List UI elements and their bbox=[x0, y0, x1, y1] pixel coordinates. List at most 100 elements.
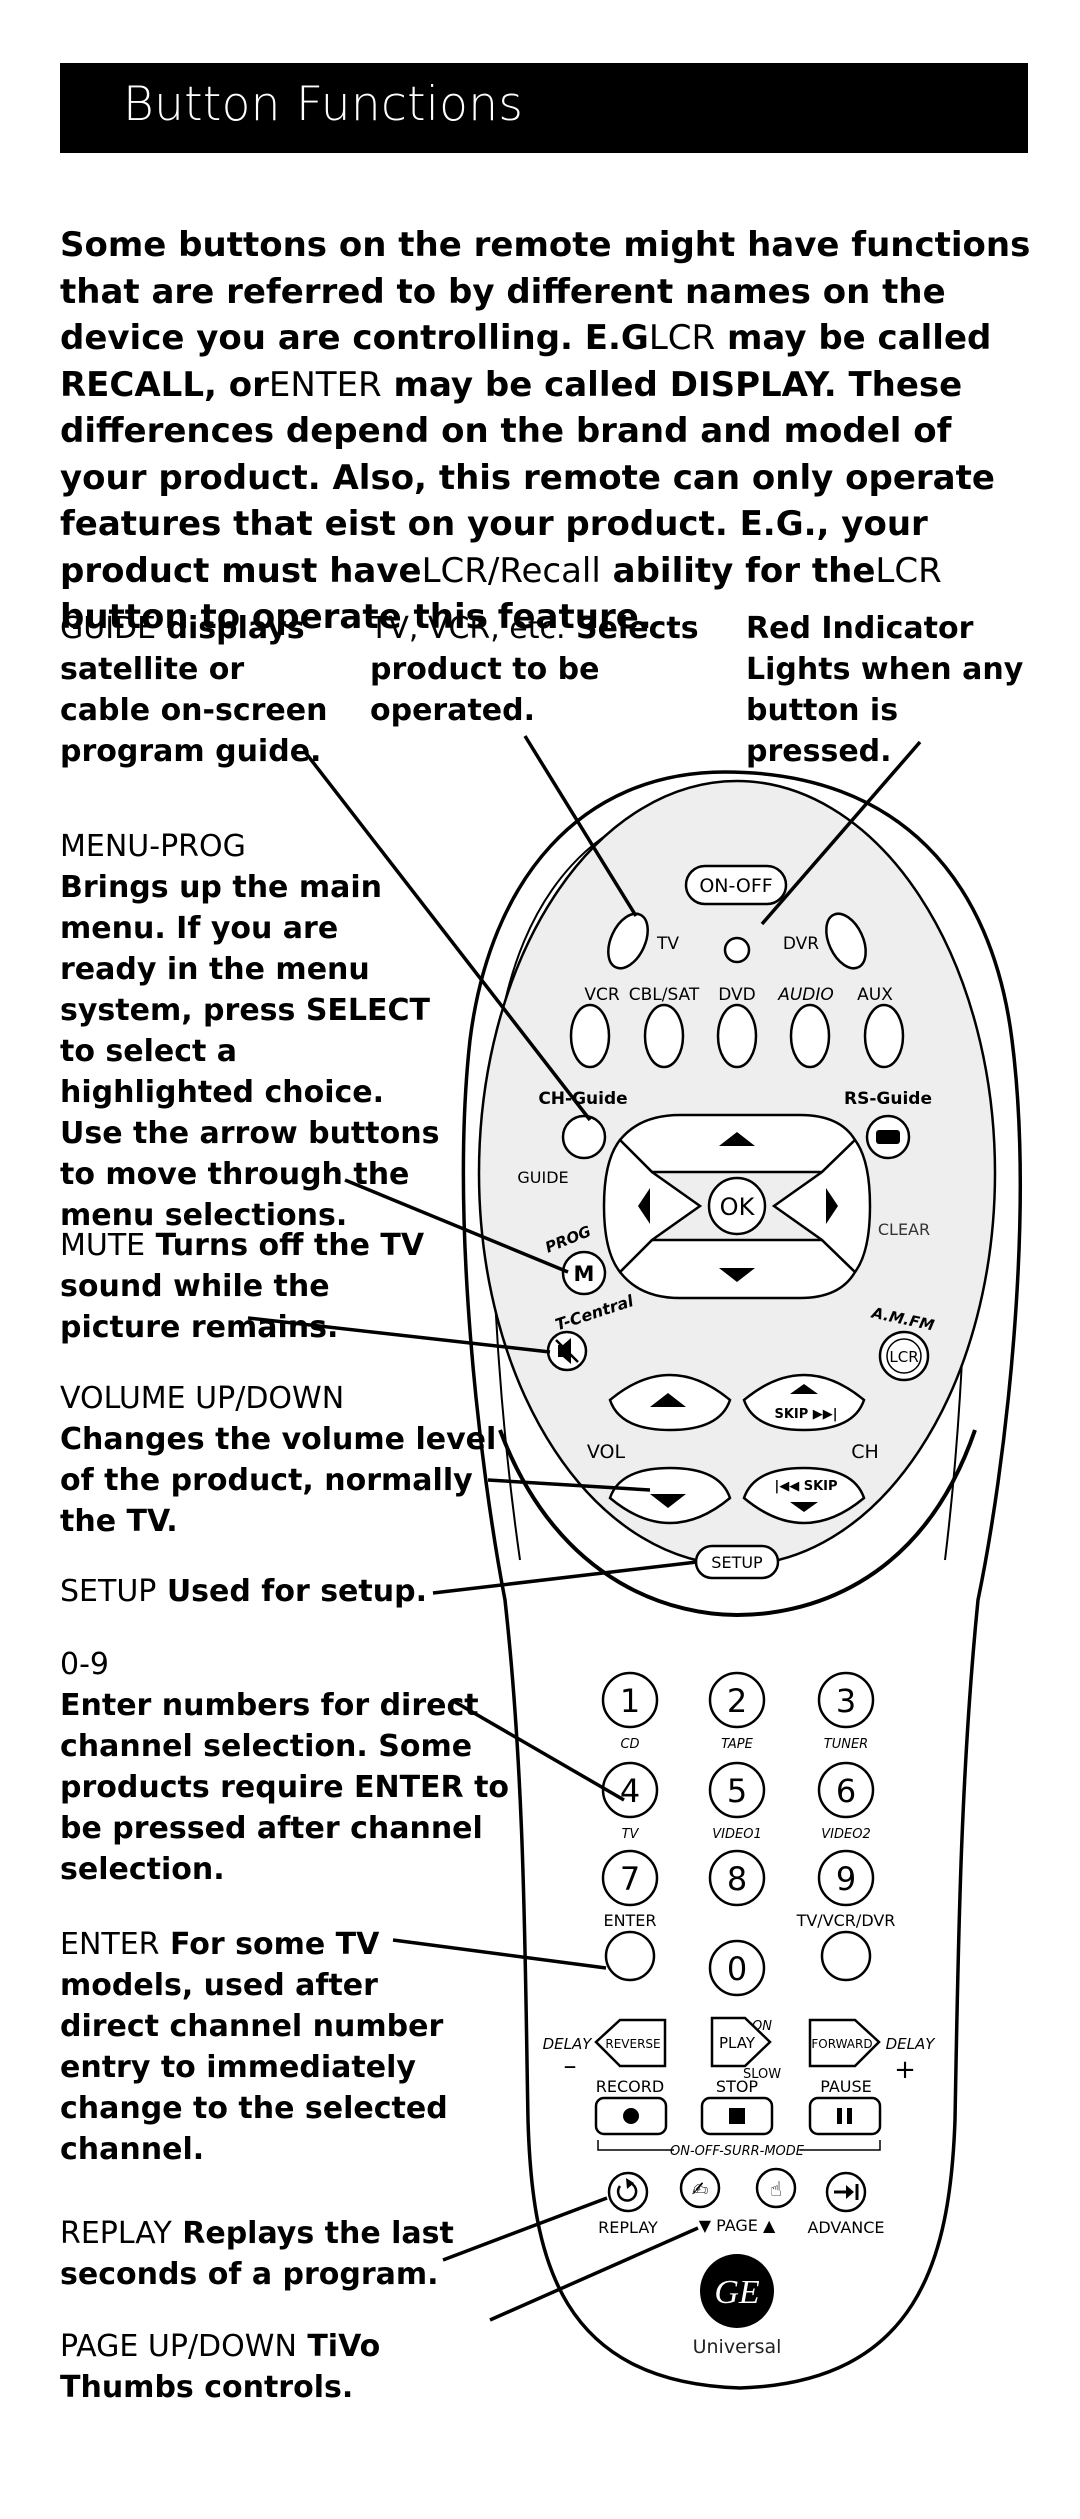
digit-4-label: 4 bbox=[620, 1772, 640, 1810]
intro-paragraph: Some buttons on the remote might have fu… bbox=[60, 222, 1045, 641]
digit-5-label: 5 bbox=[727, 1772, 747, 1810]
enter-button[interactable] bbox=[604, 1930, 656, 1982]
callout-term: MUTE bbox=[60, 1228, 146, 1263]
callout-term: ENTER bbox=[60, 1927, 160, 1962]
play-label: PLAY bbox=[719, 2034, 756, 2052]
replay-button[interactable] bbox=[607, 2171, 649, 2213]
lcr-label: LCR bbox=[889, 1348, 918, 1366]
remote-body bbox=[461, 770, 1022, 2390]
callout-setup: SETUP Used for setup. bbox=[60, 1571, 460, 1612]
callout-replay: REPLAY Replays the last seconds of a pro… bbox=[60, 2213, 460, 2295]
reverse-button[interactable] bbox=[594, 2018, 667, 2068]
d-pad[interactable] bbox=[602, 1113, 872, 1300]
red-indicator-light bbox=[723, 936, 751, 964]
digit-4-button[interactable] bbox=[601, 1761, 659, 1819]
delay-left-label: DELAY bbox=[543, 2035, 594, 2053]
play-button[interactable] bbox=[710, 2016, 772, 2068]
stop-label: STOP bbox=[716, 2077, 759, 2096]
stop-icon bbox=[729, 2108, 745, 2124]
mute-icon bbox=[555, 1338, 579, 1364]
digit-6-button[interactable] bbox=[817, 1761, 875, 1819]
digit-9-button[interactable] bbox=[817, 1849, 875, 1907]
digit-1-button[interactable] bbox=[601, 1671, 659, 1729]
digit-8-button[interactable] bbox=[708, 1849, 766, 1907]
dvd-label: DVD bbox=[718, 985, 756, 1005]
callout-term: REPLAY bbox=[60, 2216, 172, 2251]
dvd-button[interactable] bbox=[716, 1003, 758, 1069]
channel-up-button[interactable] bbox=[742, 1373, 866, 1432]
callout-text: displays satellite or cable on-screen pr… bbox=[60, 611, 328, 769]
callout-text: TiVo Thumbs controls. bbox=[60, 2329, 381, 2405]
digit-sub-label: TUNER bbox=[824, 1737, 868, 1752]
leader-menu bbox=[344, 1178, 569, 1274]
callout-term: VOLUME UP/DOWN bbox=[60, 1381, 345, 1416]
ch-guide-button[interactable] bbox=[561, 1114, 607, 1160]
digit-8-label: 8 bbox=[727, 1860, 747, 1898]
callout-text: Used for setup. bbox=[156, 1574, 427, 1609]
forward-button[interactable] bbox=[808, 2018, 881, 2068]
arrow-left-icon bbox=[638, 1188, 650, 1224]
intro-term-lcr-2: LCR bbox=[875, 550, 942, 591]
leader-tv bbox=[523, 735, 638, 917]
leader-indicator bbox=[760, 740, 922, 926]
slow-label: SLOW bbox=[743, 2067, 781, 2082]
aux-button[interactable] bbox=[863, 1003, 905, 1069]
pause-button[interactable] bbox=[808, 2096, 882, 2136]
digit-7-button[interactable] bbox=[601, 1849, 659, 1907]
rs-guide-label: RS-Guide bbox=[844, 1089, 932, 1109]
menu-prog-button[interactable] bbox=[561, 1250, 607, 1296]
ge-logo bbox=[700, 2254, 774, 2328]
vcr-button[interactable] bbox=[569, 1003, 611, 1069]
digit-3-button[interactable] bbox=[817, 1671, 875, 1729]
digit-5-button[interactable] bbox=[708, 1761, 766, 1819]
dvr-label: DVR bbox=[783, 934, 819, 954]
digit-2-label: 2 bbox=[727, 1682, 747, 1720]
advance-icon bbox=[834, 2184, 859, 2200]
leader-guide bbox=[303, 750, 592, 1122]
callout-term: MENU-PROG bbox=[60, 829, 246, 864]
replay-label: REPLAY bbox=[598, 2218, 658, 2237]
forward-label: FORWARD bbox=[811, 2037, 872, 2051]
page-down-button[interactable] bbox=[679, 2167, 721, 2209]
leader-setup bbox=[432, 1560, 698, 1595]
dvr-button[interactable] bbox=[818, 908, 873, 975]
ch-guide-label: CH-Guide bbox=[538, 1089, 627, 1109]
rs-guide-icon bbox=[876, 1130, 900, 1144]
digit-2-button[interactable] bbox=[708, 1671, 766, 1729]
enter-label: ENTER bbox=[603, 1911, 656, 1930]
plus-label: + bbox=[894, 2055, 916, 2085]
intro-term-lcr: LCR bbox=[648, 318, 716, 358]
on-off-button[interactable] bbox=[684, 864, 788, 906]
leader-digits bbox=[454, 1700, 625, 1802]
digit-3-label: 3 bbox=[836, 1682, 856, 1720]
ch-label: CH bbox=[851, 1441, 879, 1463]
tv-vcr-dvr-button[interactable] bbox=[820, 1930, 872, 1982]
callout-term: SETUP bbox=[60, 1574, 157, 1609]
tv-button[interactable] bbox=[600, 908, 655, 975]
callout-term: 0-9 bbox=[60, 1647, 109, 1682]
leader-mute bbox=[247, 1316, 551, 1354]
cbl-sat-button[interactable] bbox=[643, 1003, 685, 1069]
digit-sub-label: VIDEO2 bbox=[821, 1827, 870, 1842]
digit-6-label: 6 bbox=[836, 1772, 856, 1810]
page-up-button[interactable] bbox=[755, 2167, 797, 2209]
thumbs-up-icon: ☝ bbox=[770, 2177, 782, 2201]
digit-0-button[interactable] bbox=[708, 1939, 766, 1997]
ok-label: OK bbox=[720, 1193, 756, 1221]
record-label: RECORD bbox=[596, 2077, 664, 2096]
callout-term: Red Indicator bbox=[746, 611, 974, 646]
intro-text-4: ability for the bbox=[600, 550, 876, 591]
minus-label: – bbox=[564, 2051, 577, 2081]
vol-label: VOL bbox=[587, 1441, 626, 1463]
callout-text: Enter numbers for direct channel selecti… bbox=[60, 1688, 510, 1887]
leader-enter bbox=[392, 1938, 607, 1970]
channel-down-button[interactable] bbox=[742, 1466, 866, 1525]
ok-button[interactable] bbox=[707, 1176, 767, 1236]
pause-label: PAUSE bbox=[820, 2077, 872, 2096]
audio-button[interactable] bbox=[789, 1003, 831, 1069]
thumbs-down-icon: ✍ bbox=[692, 2177, 709, 2201]
